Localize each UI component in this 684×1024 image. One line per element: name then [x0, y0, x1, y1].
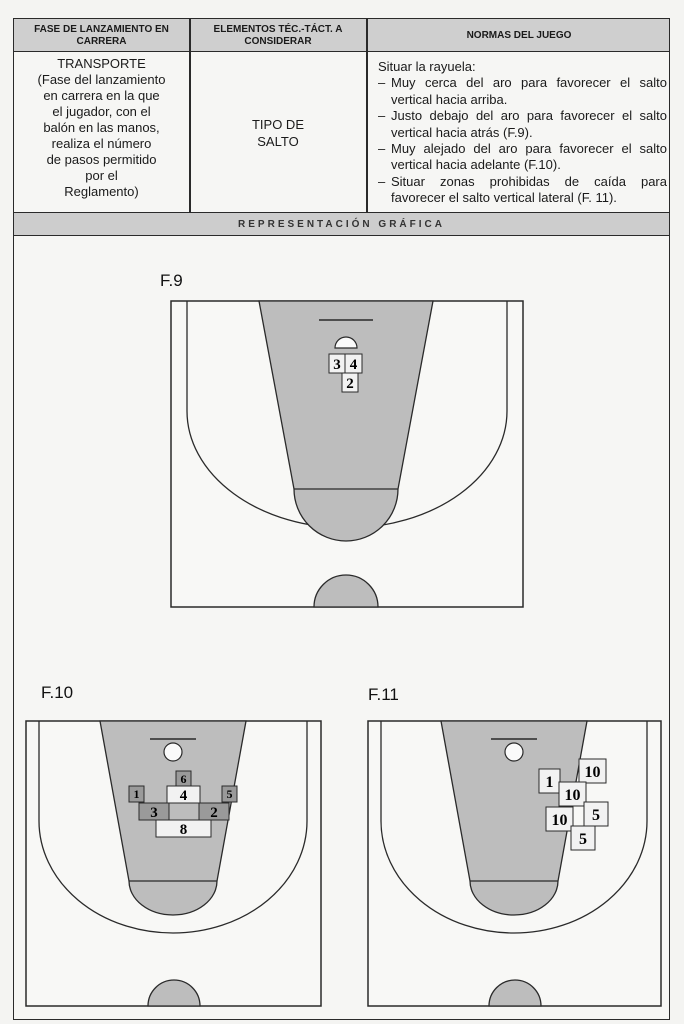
hopscotch-box: 5	[221, 785, 238, 803]
hopscotch-box: 2	[198, 802, 230, 821]
rule-text: Situar zonas prohibidas de caída para fa…	[391, 173, 667, 206]
hopscotch-box: 6	[175, 770, 192, 787]
phase-line: TRANSPORTE	[57, 56, 146, 71]
graphic-representation-band: REPRESENTACIÓN GRÁFICA	[14, 212, 669, 236]
court-diagram-f10: 6 1 4 5 3 2 8	[25, 720, 322, 1007]
box-number: 4	[180, 788, 188, 804]
box-number: 1	[546, 774, 554, 791]
figure-label-f9: F.9	[160, 271, 183, 290]
hopscotch-box: 3	[328, 353, 346, 374]
worksheet-frame: FASE DE LANZAMIENTO EN CARRERA ELEMENTOS…	[13, 18, 670, 1020]
phase-line: por el	[85, 168, 118, 183]
box-number: 6	[181, 772, 187, 786]
box-cell	[583, 801, 609, 827]
box-number: 5	[227, 787, 233, 801]
hopscotch-box: 4	[344, 353, 363, 374]
box-number: 2	[210, 805, 218, 821]
figure-label-f11: F.11	[368, 685, 399, 704]
box-cell	[221, 785, 238, 803]
header-rules: NORMAS DEL JUEGO	[466, 29, 572, 41]
box-number: 5	[592, 807, 600, 824]
box-number: 2	[346, 376, 354, 392]
court-diagram-f11: 1 10 10 10 5 5	[367, 720, 662, 1007]
rule-text: Muy cerca del aro para favorecer el salt…	[391, 75, 667, 107]
rule-item: – Muy cerca del aro para favorecer el sa…	[378, 75, 667, 108]
hopscotch-box: 2	[341, 372, 359, 393]
hopscotch-boxes: 1 10 10 10 5 5	[538, 758, 609, 851]
rule-marker: –	[378, 75, 386, 91]
rule-marker: –	[378, 141, 386, 157]
phase-line: de pasos permitido	[46, 152, 157, 167]
box-number: 10	[585, 764, 601, 781]
table-header-row	[14, 19, 669, 52]
phase-line: en carrera en la que	[43, 88, 160, 103]
element-line: TIPO DE	[251, 117, 304, 132]
rule-marker: –	[378, 173, 386, 189]
rule-text: Muy alejado del aro para favorecer el sa…	[391, 141, 667, 173]
phase-line: Reglamento)	[64, 184, 139, 199]
box-cell	[341, 372, 359, 393]
column-divider	[189, 19, 191, 212]
rule-item: – Justo debajo del aro para favorecer el…	[378, 108, 667, 141]
technical-element: TIPO DE SALTO	[190, 54, 366, 212]
hopscotch-box: 10	[578, 758, 607, 784]
box-number: 3	[150, 805, 158, 821]
hopscotch-box: 5	[583, 801, 609, 827]
rules-intro: Situar la rayuela:	[378, 59, 476, 74]
game-rules: Situar la rayuela: – Muy cerca del aro p…	[367, 54, 671, 212]
hopscotch-box: 3	[138, 802, 170, 821]
box-cell	[155, 819, 212, 838]
box-cell	[198, 802, 230, 821]
box-number: 10	[552, 812, 568, 829]
box-cell	[128, 785, 145, 803]
phase-description: TRANSPORTE (Fase del lanzamiento en carr…	[14, 54, 189, 212]
phase-line: el jugador, con el	[52, 104, 151, 119]
box-cell	[138, 802, 170, 821]
box-number: 8	[180, 822, 188, 838]
court-diagram-f9: 3 4 2	[170, 300, 524, 608]
header-elements: ELEMENTOS TÉC.-TÁCT. A CONSIDERAR	[213, 23, 343, 47]
box-number: 5	[579, 831, 587, 848]
hopscotch-box: 10	[545, 806, 574, 832]
hopscotch-box: 1	[538, 768, 561, 794]
hopscotch-box: 4	[166, 785, 201, 804]
box-cell	[570, 825, 596, 851]
phase-line: realiza el número	[51, 136, 152, 151]
box-cell	[558, 781, 587, 807]
hopscotch-box: 5	[570, 825, 596, 851]
box-number: 4	[350, 357, 358, 373]
element-line: SALTO	[257, 134, 299, 149]
header-phase: FASE DE LANZAMIENTO EN CARRERA	[34, 23, 169, 47]
court-lines	[367, 720, 662, 1007]
hopscotch-boxes: 3 4 2	[328, 353, 363, 393]
rule-item: – Muy alejado del aro para favorecer el …	[378, 141, 667, 174]
hopscotch-box: 8	[155, 819, 212, 838]
court-lines	[25, 720, 322, 1007]
phase-line: balón en las manos,	[43, 120, 160, 135]
box-number: 1	[134, 787, 140, 801]
box-number: 10	[565, 787, 581, 804]
hopscotch-box: 1	[128, 785, 145, 803]
column-divider	[366, 19, 368, 212]
phase-line: (Fase del lanzamiento	[37, 72, 166, 87]
box-number: 3	[333, 357, 341, 373]
box-cell	[545, 806, 574, 832]
rule-text: Justo debajo del aro para favorecer el s…	[391, 108, 667, 140]
figure-label-f10: F.10	[41, 683, 74, 702]
rule-marker: –	[378, 108, 386, 124]
box-cell	[578, 758, 607, 784]
hopscotch-box: 10	[558, 781, 587, 807]
box-cell	[166, 785, 201, 804]
hopscotch-boxes: 6 1 4 5 3 2 8	[128, 770, 238, 838]
box-cell	[538, 768, 561, 794]
rule-item: – Situar zonas prohibidas de caída para …	[378, 174, 667, 207]
court-lines	[170, 300, 524, 608]
